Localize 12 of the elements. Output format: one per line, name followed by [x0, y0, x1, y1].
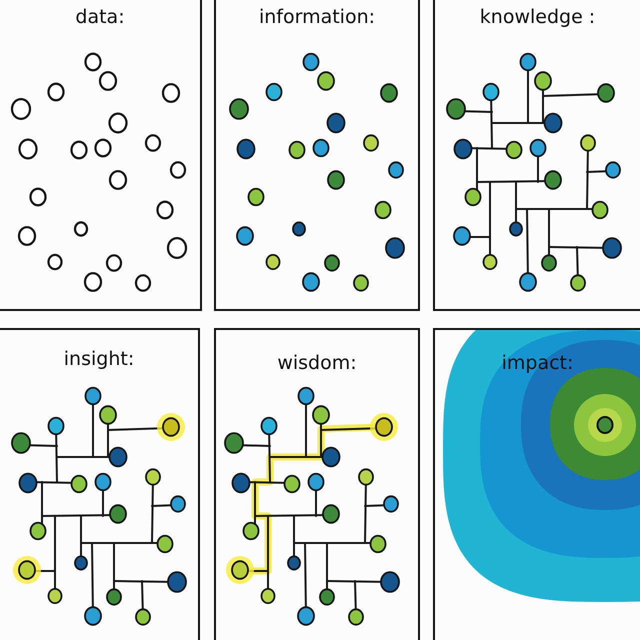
- panel: [433, 0, 640, 311]
- panel-title: wisdom:: [277, 352, 357, 374]
- panel: [214, 0, 420, 311]
- panel-title: data:: [75, 6, 125, 28]
- panel-title: information:: [258, 6, 376, 28]
- panel: [0, 328, 200, 640]
- panel: [433, 328, 640, 640]
- panel: [0, 0, 202, 311]
- panel-title: knowledge :: [480, 6, 596, 28]
- panel-title: impact:: [502, 352, 574, 374]
- panel: [214, 328, 420, 640]
- panel-title: insight:: [64, 348, 134, 370]
